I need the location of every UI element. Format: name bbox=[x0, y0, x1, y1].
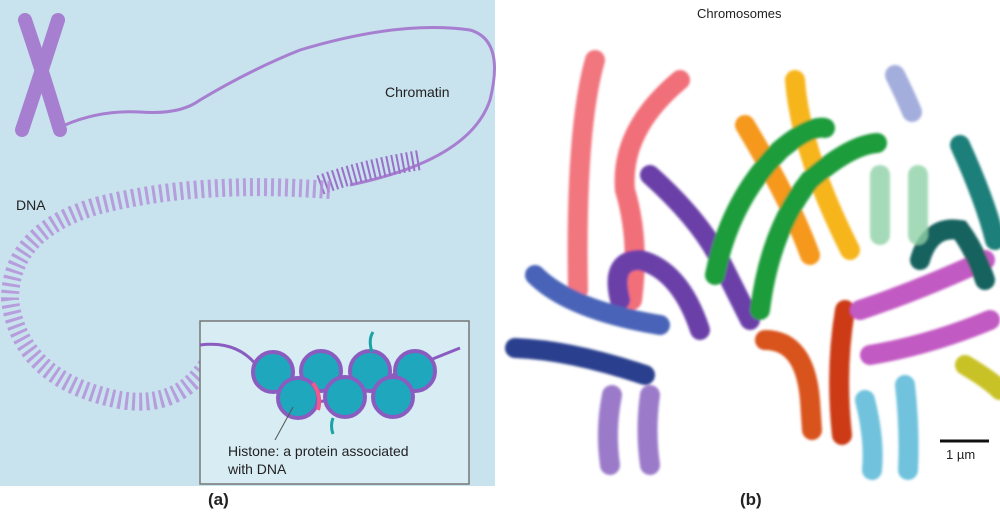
scale-bar-label: 1 µm bbox=[946, 447, 976, 462]
chromosome-purple bbox=[607, 249, 710, 340]
chromosome-red bbox=[567, 50, 605, 300]
chromosome-lightblue bbox=[855, 390, 883, 480]
chromatin-label: Chromatin bbox=[385, 84, 450, 100]
chromosome-darkorange bbox=[755, 330, 822, 440]
chromosome-blue bbox=[525, 265, 670, 335]
panel-a-label: (a) bbox=[208, 490, 229, 509]
chromosome-navy bbox=[505, 338, 655, 385]
chromosome-orange bbox=[735, 115, 820, 265]
chromosome-magenta bbox=[860, 310, 1000, 365]
histone-label: Histone: a protein associated with DNA bbox=[228, 442, 409, 478]
chromosome-yellow bbox=[955, 355, 1000, 400]
panel-b-label: (b) bbox=[740, 490, 762, 509]
chromosome-lavender bbox=[597, 385, 622, 475]
chromosome-darkorange bbox=[829, 300, 855, 445]
histone-cluster bbox=[251, 349, 437, 420]
chromosomes-title: Chromosomes bbox=[697, 6, 782, 21]
chromatin-fiber bbox=[64, 26, 496, 187]
chromosome-teal bbox=[910, 219, 995, 290]
histone-label-line2: with DNA bbox=[228, 461, 287, 477]
chromosome-orange bbox=[785, 70, 860, 260]
histone-pointer-line bbox=[274, 406, 294, 441]
chromosome-periwinkle bbox=[885, 65, 922, 122]
chromosome-lightblue bbox=[895, 375, 919, 480]
linker-dna bbox=[311, 381, 322, 411]
dna-label: DNA bbox=[16, 197, 46, 213]
histone-tail bbox=[368, 331, 375, 353]
chromosome-lavender bbox=[637, 385, 660, 475]
chromosome-teal bbox=[950, 135, 1000, 250]
histone-label-line1: Histone: a protein associated bbox=[228, 443, 409, 459]
chromosome-green bbox=[750, 133, 887, 320]
dna-strand bbox=[0, 178, 331, 411]
condensed-chromosome-icon bbox=[15, 13, 67, 137]
chromosome-spread bbox=[505, 50, 1000, 480]
histone-tail bbox=[330, 417, 335, 435]
chromatin-coil bbox=[316, 150, 422, 195]
chromosome-green bbox=[705, 117, 835, 285]
